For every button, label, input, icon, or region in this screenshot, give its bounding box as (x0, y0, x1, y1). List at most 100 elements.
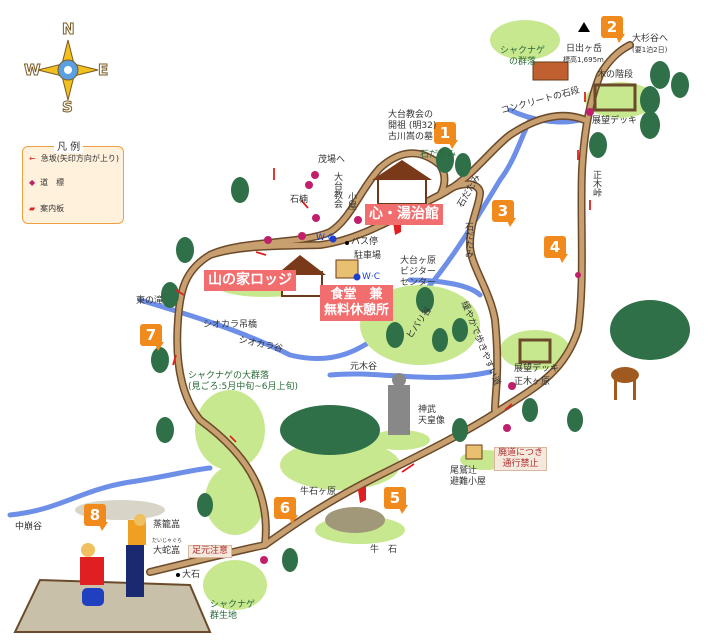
label-daidai-kyokai: 大台教会 (332, 172, 342, 208)
signposts (260, 108, 594, 564)
legend-item-signpost: ◆ 道 標 (29, 177, 64, 188)
watch-step-notice: 足元注意 (188, 545, 233, 558)
label-ishiteru: 石楠 (290, 195, 309, 205)
closed-road-line1: 廃道につき (498, 448, 544, 458)
owashi-line2: 避難小屋 (450, 477, 487, 487)
point-badge-7[interactable]: 7 (140, 324, 164, 351)
shakunage-big-line2: (見ごろ:5月中旬~6月上旬) (188, 382, 299, 392)
label-kino-kaidan: 木の階段 (597, 70, 634, 80)
label-nakakuzure: 中崩谷 (15, 522, 43, 532)
shakunage-colony-line2: 群生地 (210, 611, 238, 621)
shakunage-big-line1: シャクナゲの大群落 (188, 371, 270, 381)
shakunage-colony-line1: シャクナゲ (210, 600, 256, 610)
compass-west: W (24, 61, 42, 80)
jinmu-statue (388, 373, 410, 435)
wc-marker-icon (353, 273, 361, 281)
compass-east: E (97, 61, 109, 80)
point-dot-icon (176, 573, 180, 577)
label-shiokara-bridge: シオカラ吊橋 (203, 320, 258, 330)
facility-shokudo[interactable]: 食堂 兼 無料休憩所 (320, 285, 394, 321)
closed-road-line2: 通行禁止 (502, 459, 539, 469)
label-shakunage-colony: シャクナゲ 群生地 (210, 600, 255, 622)
legend-infoboard-label: 案内板 (40, 204, 65, 213)
hikers-illustration (80, 514, 146, 606)
river-motoki (327, 369, 493, 380)
wc-marker-icon (329, 235, 337, 243)
label-koya: 小屋 (346, 192, 356, 210)
trees (151, 61, 690, 572)
steep-slope-arrow-icon: ← (29, 154, 36, 163)
owashi-line1: 尾鷲辻 (450, 466, 478, 476)
label-shakunage-big: シャクナゲの大群落 (見ごろ:5月中旬~6月上旬) (188, 371, 298, 393)
compass-rose-icon (37, 39, 99, 101)
label-parking: 駐車場 (354, 251, 382, 261)
compass-south: S (62, 98, 74, 117)
signpost-icon: ◆ (29, 178, 36, 187)
label-masakitoge: 正木峠 (591, 170, 601, 197)
compass-north: N (62, 20, 76, 39)
label-motokidani: 元木谷 (350, 362, 378, 372)
label-ushiishi: 牛 石 (370, 545, 398, 555)
legend-item-infoboard: ▰ 案内板 (29, 203, 64, 214)
label-founder-grave: 大台教会の 開祖 (明32) 古川嵩の墓 (388, 110, 436, 143)
facility-kokoro-touji-kan[interactable]: 心・湯治館 (365, 204, 443, 225)
visitor-center-line1: 大台ヶ原 (400, 256, 437, 266)
label-elevation: 標高1,695m (563, 56, 604, 64)
label-wc-2: W·C (362, 272, 381, 282)
shokudo-line1: 食堂 兼 (330, 287, 383, 302)
jinmu-line2: 天皇像 (418, 416, 446, 426)
legend-signpost-label: 道 標 (40, 178, 65, 187)
founder-grave-line2: 開祖 (明32) (388, 121, 437, 131)
label-hinodegatake: 日出ヶ岳 (566, 44, 603, 54)
info-board-icon: ▰ (29, 204, 36, 213)
visitor-center-line3: センター (400, 278, 437, 288)
label-osugidani: 大杉谷へ (632, 34, 669, 44)
closed-road-notice: 廃道につき 通行禁止 (494, 447, 548, 471)
label-ushiishigahara: 牛石ヶ原 (300, 487, 337, 497)
point-badge-2[interactable]: 2 (601, 16, 625, 43)
label-chayaba: 茂場へ (318, 155, 346, 165)
label-shakunage-top: シャクナゲ の群落 (500, 46, 545, 68)
point-badge-4[interactable]: 4 (544, 236, 568, 263)
point-badge-3[interactable]: 3 (492, 200, 516, 227)
river-hibari (407, 277, 483, 298)
label-shiragura: 蒸籠嵓 (153, 520, 181, 530)
summit-triangle-icon (578, 22, 590, 32)
label-daijagura: 大蛇嵓 (153, 546, 181, 556)
label-tenbo-deck-2: 展望デッキ (514, 364, 560, 374)
founder-grave-line1: 大台教会の (388, 110, 434, 120)
visitor-center-line2: ビジター (400, 267, 436, 277)
steep-slope-arrows (172, 92, 591, 473)
point-badge-6[interactable]: 6 (274, 497, 298, 524)
point-badge-8[interactable]: 8 (84, 504, 108, 531)
label-daijagura-ruby: だいじゃぐら (152, 538, 183, 544)
label-wc-1: W·C (316, 233, 335, 243)
label-visitor-center[interactable]: 大台ヶ原 ビジター センター (400, 256, 436, 289)
jinmu-line1: 神武 (418, 405, 437, 415)
legend-title: 凡 例 (54, 138, 84, 153)
label-bus-stop: バス停 (351, 237, 379, 247)
legend-item-steep: ← 急坂(矢印方向が上り) (29, 153, 119, 164)
label-osugidani-note: (要1泊2日) (632, 46, 668, 54)
legend: ← 急坂(矢印方向が上り) ◆ 道 標 ▰ 案内板 (22, 146, 124, 224)
facility-yama-no-ie-lodge[interactable]: 山の家ロッジ (204, 270, 296, 291)
legend-steep-label: 急坂(矢印方向が上り) (40, 154, 119, 163)
point-badge-5[interactable]: 5 (384, 487, 408, 514)
river-nakakuzure (7, 465, 213, 518)
shokudo-line2: 無料休憩所 (324, 303, 390, 318)
label-ishidatami-1: 石だたみ (420, 150, 457, 160)
point-badge-1[interactable]: 1 (434, 122, 458, 149)
label-higashi-no-taki: 東の滝 (136, 296, 164, 306)
label-jinmu-statue: 神武 天皇像 (418, 405, 445, 427)
buildings (13, 22, 637, 633)
shakunage-top-line2: の群落 (509, 57, 537, 67)
label-owashi-hut: 尾鷲辻 避難小屋 (450, 466, 486, 488)
label-tenbo-deck-1: 展望デッキ (592, 116, 638, 126)
shakunage-top-line1: シャクナゲ (500, 46, 546, 56)
label-ishidatami-3: 石だたみ (463, 222, 473, 258)
founder-grave-line3: 古川嵩の墓 (388, 132, 434, 142)
label-masakigahara: 正木ヶ原 (514, 377, 551, 387)
point-dot-icon (345, 241, 349, 245)
